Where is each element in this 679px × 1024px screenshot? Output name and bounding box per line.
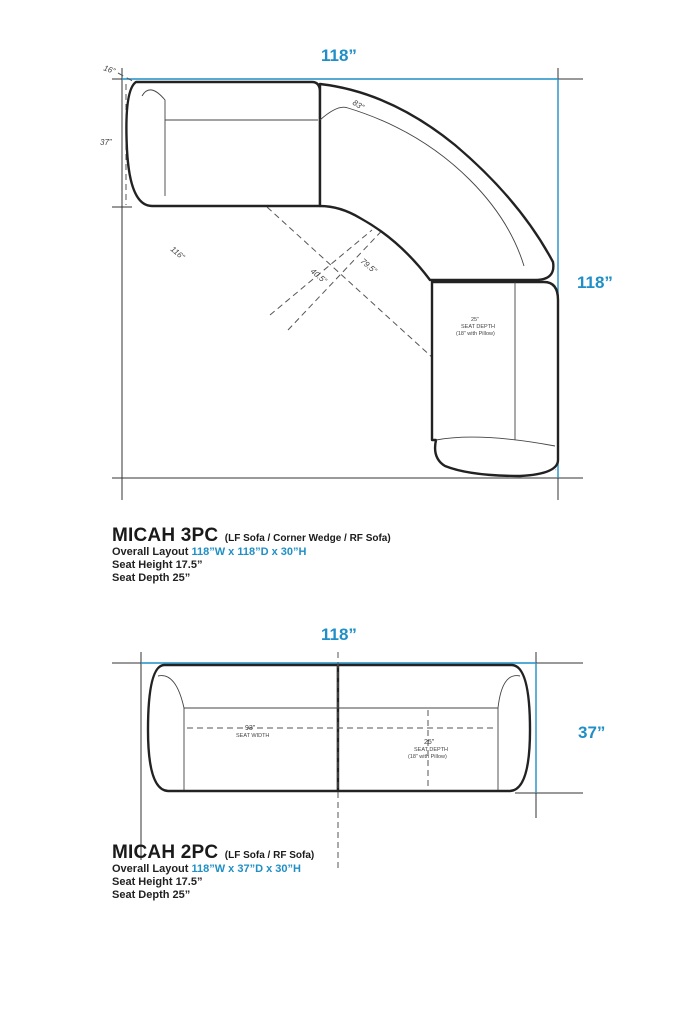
arm-16-line — [117, 72, 139, 85]
spec-3pc-seat-height: Seat Height 17.5” — [112, 559, 203, 571]
depth-label-2pc: 37” — [578, 723, 605, 742]
arm-16-label: 16” — [102, 63, 116, 76]
spec-2pc-overall-prefix: Overall Layout — [112, 863, 189, 875]
spec-2pc-overall-value: 118”W x 37”D x 30”H — [191, 863, 301, 875]
rf-sofa-back-cushion — [435, 282, 556, 447]
seat-depth-note-3pc: (18” with Pillow) — [456, 331, 495, 337]
depth-label-3pc: 118” — [577, 273, 613, 292]
corner-wedge-back — [319, 106, 525, 267]
layout-2pc: 118” 37” 93” SEAT WIDTH 25” SEAT DEPTH (… — [112, 625, 605, 868]
width-label-3pc: 118” — [321, 46, 357, 65]
seat-depth-text-2pc: SEAT DEPTH — [414, 747, 448, 753]
wedge-inner-label: 40.5” — [309, 267, 329, 286]
spec-2pc-title: MICAH 2PC — [112, 842, 219, 863]
lf-sofa-back-cushion — [141, 89, 318, 196]
spec-3pc-overall-value: 118”W x 118”D x 30”H — [191, 546, 307, 558]
spec-2pc-overall: Overall Layout 118”W x 37”D x 30”H — [112, 864, 314, 875]
wedge-inner-line — [269, 229, 373, 316]
spec-2pc-seat-depth: Seat Depth 25” — [112, 889, 191, 901]
seat-depth-value-3pc: 25” — [471, 317, 479, 323]
width-label-2pc: 118” — [321, 625, 357, 644]
wedge-depth-line — [287, 147, 461, 331]
spec-2pc-seat-height: Seat Height 17.5” — [112, 876, 203, 888]
layout-3pc: 118” 118” 16” 37” 83” 116” 79.5” 40.5” 2… — [100, 46, 613, 500]
sofa-2pc-back-cushion — [157, 675, 521, 790]
seat-depth-value-2pc: 25” — [424, 739, 435, 746]
rf-sofa-2pc-shape — [336, 663, 532, 793]
rf-sofa-shape — [430, 280, 560, 478]
spec-2pc-heading: MICAH 2PC (LF Sofa / RF Sofa) — [112, 843, 314, 862]
spec-3pc-subtitle: (LF Sofa / Corner Wedge / RF Sofa) — [224, 533, 391, 544]
corner-wedge-shape — [318, 82, 555, 282]
spec-3pc-title: MICAH 3PC — [112, 525, 219, 546]
spec-3pc-overall-prefix: Overall Layout — [112, 546, 189, 558]
spec-block-2pc: MICAH 2PC (LF Sofa / RF Sofa) Overall La… — [112, 843, 314, 901]
seat-depth-text-3pc: SEAT DEPTH — [461, 324, 495, 330]
seat-width-value: 93” — [245, 725, 256, 732]
lf-sofa-shape — [125, 80, 322, 208]
side-37-label: 37” — [100, 138, 112, 147]
spec-2pc-subtitle: (LF Sofa / RF Sofa) — [224, 850, 315, 861]
spec-3pc-heading: MICAH 3PC (LF Sofa / Corner Wedge / RF S… — [112, 526, 391, 545]
seat-width-text: SEAT WIDTH — [236, 733, 269, 739]
diagonal-116-label: 116” — [169, 245, 187, 262]
spec-3pc-seat-depth: Seat Depth 25” — [112, 572, 191, 584]
wedge-depth-label: 79.5” — [359, 257, 379, 276]
spec-block-3pc: MICAH 3PC (LF Sofa / Corner Wedge / RF S… — [112, 526, 391, 584]
spec-3pc-overall: Overall Layout 118”W x 118”D x 30”H — [112, 547, 391, 558]
seat-depth-note-2pc: (18” with Pillow) — [408, 754, 447, 760]
